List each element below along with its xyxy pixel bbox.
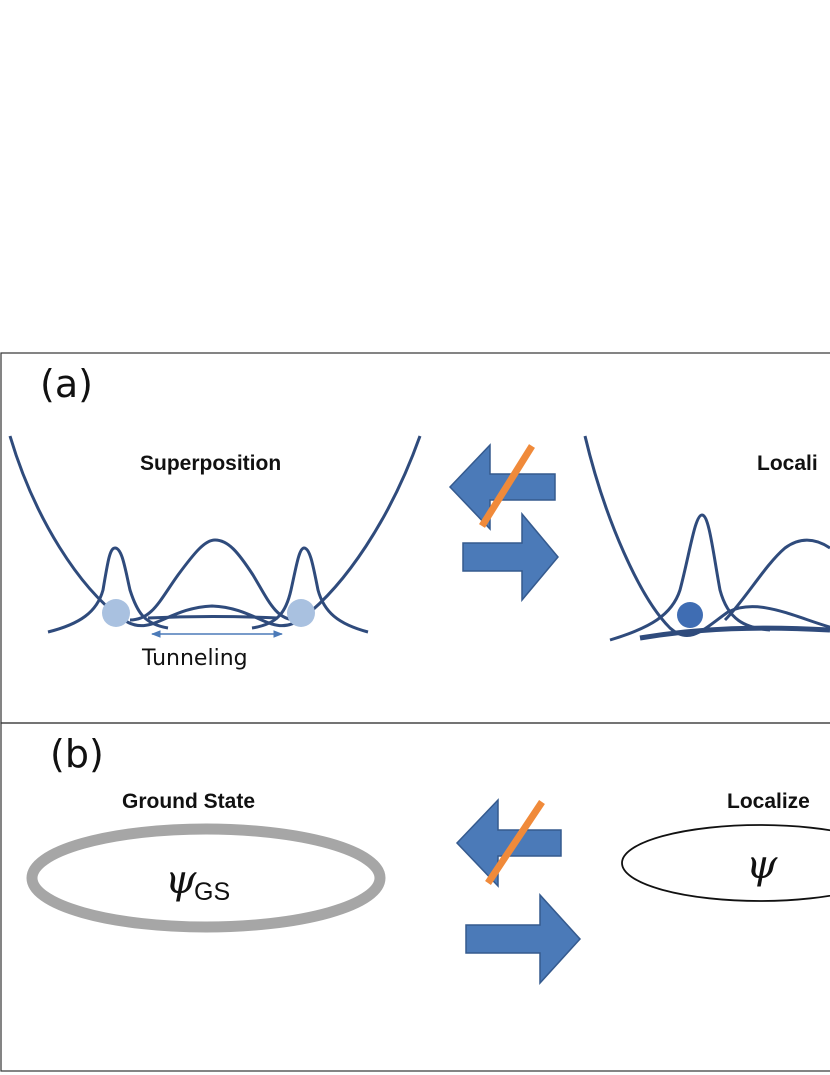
particle-localized-dark [677,602,703,628]
panel-a-frame [0,352,830,724]
localized-central-bump [723,538,830,622]
localized-potential [583,435,830,637]
left-arrow-crossed-icon-b [455,798,562,888]
localized-heading-b: Localize [727,790,810,813]
tunneling-label: Tunneling [141,646,248,671]
ground-state-ring [26,823,386,933]
blocked-slash-b [485,800,545,885]
panel-a-label: (a) [40,362,93,406]
blocked-slash [479,444,535,528]
panel-b-label: (b) [50,732,104,776]
psi-ground-subscript: GS [194,878,230,906]
psi-ground-symbol: ψ [165,857,197,903]
panel-b-frame [0,722,830,1072]
right-wavepacket [251,546,369,634]
particle-left-light [102,599,130,627]
localized-wavepacket [609,513,771,642]
left-wavepacket [47,546,169,634]
localized-heading-a: Locali [757,452,818,475]
double-well-potential [8,435,422,628]
central-wavepacket [129,538,297,622]
superposition-heading: Superposition [140,452,281,475]
psi-localized-symbol: ψ [746,842,778,888]
localized-ground-line [639,625,830,641]
right-arrow-icon-b [465,893,582,985]
localized-state-ellipse [621,824,830,902]
ground-state-heading: Ground State [122,790,255,813]
tunneling-baseline [147,615,279,620]
right-arrow-icon [462,511,559,603]
particle-right-light [287,599,315,627]
